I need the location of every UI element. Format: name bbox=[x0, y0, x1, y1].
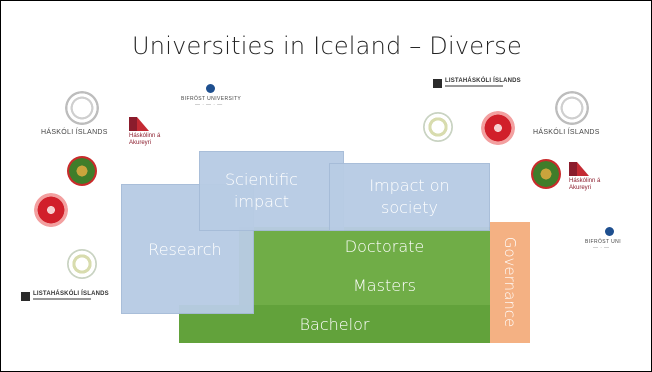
agricultural-university-emblem-icon bbox=[67, 156, 97, 186]
level-doctorate-label: Doctorate bbox=[344, 237, 425, 256]
arts-academy-logo-right-icon bbox=[423, 112, 453, 142]
dimension-research-label: Research bbox=[148, 240, 222, 259]
holar-university-logo-icon bbox=[34, 193, 68, 227]
akureyri-logo-right-icon bbox=[569, 162, 589, 178]
level-masters-label: Masters bbox=[353, 276, 416, 295]
akureyri-label-right: Háskólinn á Akureyri bbox=[569, 178, 601, 191]
slide-title: Universities in Iceland – Diverse bbox=[132, 32, 522, 60]
holar-university-logo-right-icon bbox=[481, 111, 515, 145]
university-of-iceland-seal-right-icon bbox=[555, 91, 589, 125]
level-bachelor-label: Bachelor bbox=[299, 314, 370, 334]
level-masters: Masters bbox=[239, 266, 490, 305]
akureyri-label: Háskólinn á Akureyri bbox=[129, 133, 161, 146]
university-of-iceland-seal-icon bbox=[65, 91, 99, 125]
agricultural-university-emblem-right-icon bbox=[531, 159, 561, 189]
level-doctorate: Doctorate bbox=[239, 227, 490, 266]
governance-bar: Governance bbox=[490, 222, 530, 343]
governance-label: Governance bbox=[501, 236, 519, 328]
dimension-impact-on-society: Impact on society bbox=[329, 163, 490, 231]
akureyri-logo-icon bbox=[129, 117, 149, 133]
university-of-iceland-label: HÁSKÓLI ÍSLANDS bbox=[41, 129, 108, 136]
university-of-iceland-label-right: HÁSKÓLI ÍSLANDS bbox=[533, 129, 600, 136]
dimension-research: Research bbox=[121, 184, 254, 314]
arts-academy-logo-icon bbox=[67, 249, 97, 279]
dimension-scientific-impact-label: Scientific impact bbox=[225, 170, 298, 211]
dimension-impact-on-society-label: Impact on society bbox=[369, 176, 450, 217]
dimension-scientific-impact: Scientific impact bbox=[199, 151, 344, 231]
